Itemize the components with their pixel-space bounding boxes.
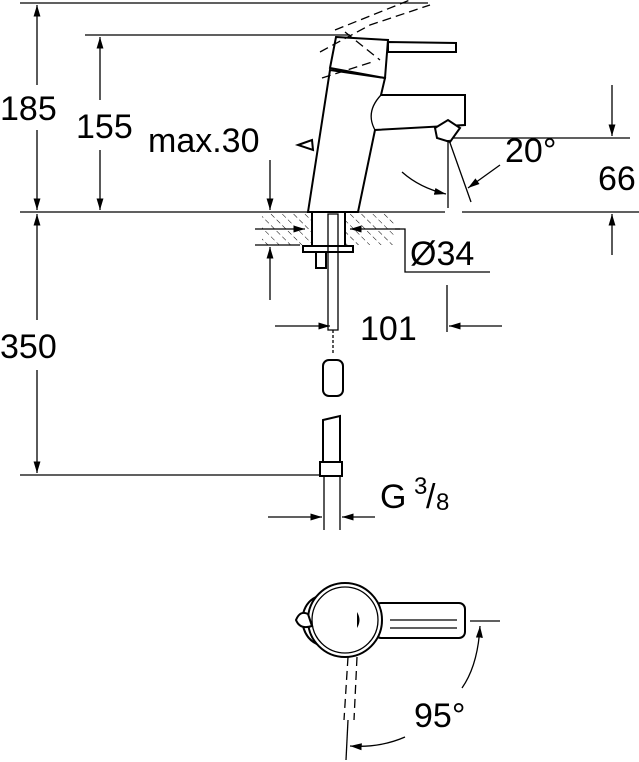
aerator-angle-dimension	[401, 85, 616, 255]
dim-angle-95: 95°	[414, 697, 465, 735]
faucet-side-view	[294, 0, 466, 530]
dim-350: 350	[0, 328, 57, 366]
dim-connection-numerator: 3	[414, 473, 427, 500]
dim-max-30: max.30	[148, 122, 260, 160]
dim-185: 185	[0, 90, 57, 128]
dim-connection-g: G	[380, 478, 406, 516]
dim-angle-20: 20°	[505, 132, 556, 170]
dim-diameter-34: Ø34	[410, 235, 474, 273]
reference-lines	[20, 2, 639, 476]
dim-66: 66	[598, 160, 636, 198]
countertop-section	[255, 213, 490, 273]
dim-101: 101	[360, 310, 417, 348]
dim-155: 155	[76, 108, 133, 146]
projection-dimension	[275, 285, 502, 332]
faucet-top-view	[294, 582, 500, 761]
dim-connection-slash: /	[426, 478, 436, 516]
height-dimensions	[33, 5, 104, 473]
dim-connection-denominator: 8	[436, 489, 449, 516]
